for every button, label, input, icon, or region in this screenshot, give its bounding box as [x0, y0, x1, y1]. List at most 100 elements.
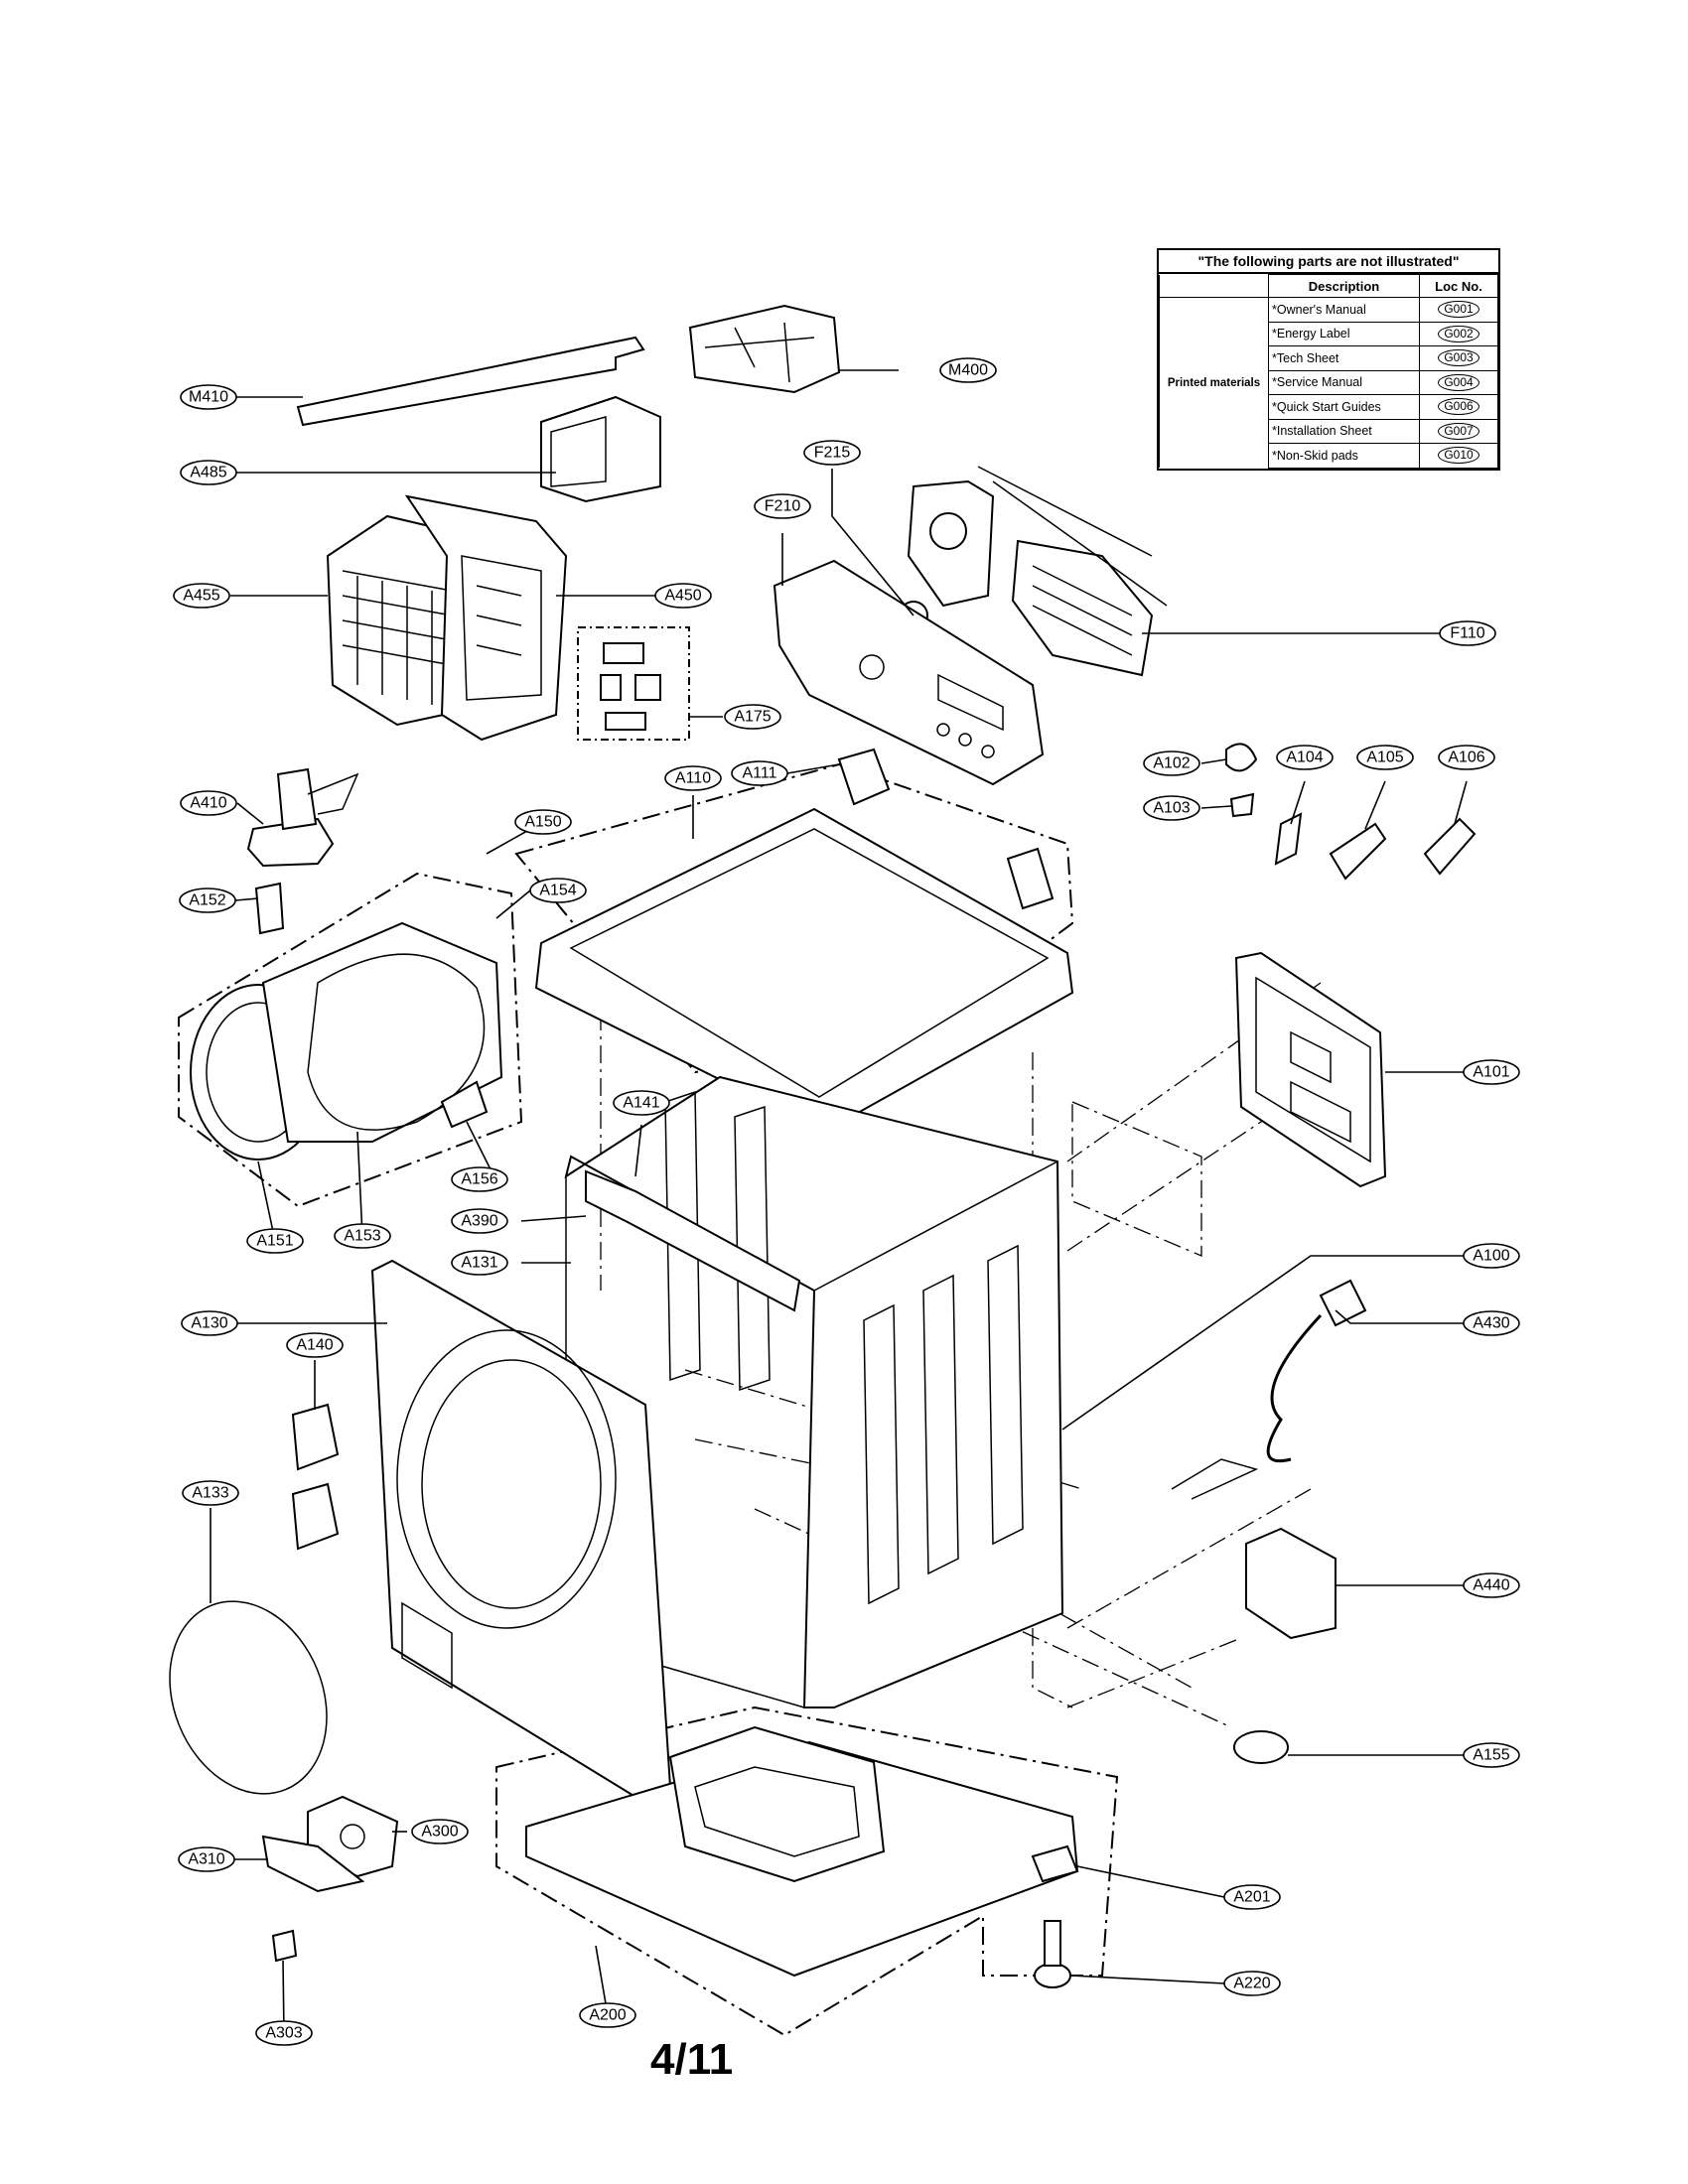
description-cell: *Owner's Manual	[1268, 297, 1420, 323]
callout-label: A175	[734, 709, 771, 726]
loc-cell: G004	[1419, 369, 1498, 395]
callout-oval	[1463, 1310, 1520, 1336]
a130-front-panel	[370, 1259, 672, 1799]
callout-label: A154	[539, 883, 576, 899]
f110-pcb	[1011, 539, 1154, 677]
callout-oval	[724, 704, 781, 730]
callout-label: A390	[461, 1213, 497, 1230]
page-number: 4/11	[650, 2035, 734, 2084]
callout-label: A100	[1473, 1248, 1509, 1265]
callout-a300: A300	[411, 1819, 469, 1844]
callout-a156: A156	[451, 1166, 508, 1192]
loc-cell: G002	[1419, 321, 1498, 346]
callout-a101: A101	[1463, 1059, 1520, 1085]
callout-m400: M400	[939, 357, 997, 383]
a310-part	[261, 1835, 365, 1893]
a105-part	[1329, 822, 1387, 881]
callout-label: A200	[589, 2007, 626, 2024]
callout-a201: A201	[1223, 1884, 1281, 1910]
a111-part	[837, 748, 891, 806]
callout-a310: A310	[178, 1846, 235, 1872]
callout-oval	[1463, 1059, 1520, 1085]
callout-label: F210	[765, 498, 801, 515]
a140-hinges	[291, 1403, 340, 1551]
callout-label: A105	[1366, 750, 1403, 766]
parts-table: Description Loc No. Printed materials*Ow…	[1159, 274, 1498, 469]
description-cell: *Installation Sheet	[1268, 418, 1420, 444]
a110-top-plate	[534, 807, 1074, 1134]
not-illustrated-parts-table: "The following parts are not illustrated…	[1157, 248, 1500, 471]
callout-a154: A154	[529, 878, 587, 903]
callout-oval	[180, 384, 237, 410]
loc-number: G002	[1438, 325, 1479, 342]
callout-m410: M410	[180, 384, 237, 410]
callout-oval	[803, 440, 861, 466]
a410-part	[246, 817, 335, 868]
callout-a141: A141	[613, 1090, 670, 1116]
a102-part	[1225, 743, 1258, 772]
loc-cell: G010	[1419, 443, 1498, 469]
callout-oval	[1143, 751, 1200, 776]
description-cell: *Tech Sheet	[1268, 345, 1420, 371]
callout-oval	[1356, 745, 1414, 770]
a101-back-panel	[1234, 951, 1387, 1188]
m400-part	[688, 304, 841, 394]
loc-number: G001	[1438, 301, 1479, 319]
a485-part	[540, 395, 661, 503]
callout-oval	[1223, 1884, 1281, 1910]
loc-cell: G001	[1419, 297, 1498, 323]
callout-label: A150	[524, 814, 561, 831]
a152-part	[254, 882, 285, 935]
callout-a133: A133	[182, 1480, 239, 1506]
callout-label: A155	[1473, 1747, 1509, 1764]
loc-number: G006	[1438, 398, 1479, 416]
callout-a130: A130	[181, 1310, 238, 1336]
callout-a200: A200	[579, 2002, 636, 2028]
callout-label: A310	[188, 1851, 224, 1868]
callout-a153: A153	[334, 1223, 391, 1249]
callout-a111: A111	[731, 760, 788, 786]
callout-a455: A455	[173, 583, 230, 609]
callout-oval	[451, 1250, 508, 1276]
callout-label: A151	[256, 1233, 293, 1250]
loc-number: G010	[1438, 447, 1479, 465]
callout-oval	[1143, 795, 1200, 821]
a133-wire-ring	[169, 1600, 328, 1795]
description-cell: *Quick Start Guides	[1268, 394, 1420, 420]
callout-a105: A105	[1356, 745, 1414, 770]
callout-a450: A450	[654, 583, 712, 609]
callout-f210: F210	[754, 493, 811, 519]
callout-label: A485	[190, 465, 226, 481]
callout-oval	[178, 1846, 235, 1872]
callout-a103: A103	[1143, 795, 1200, 821]
callout-label: A141	[623, 1095, 659, 1112]
callout-label: A103	[1153, 800, 1190, 817]
callout-label: A156	[461, 1171, 497, 1188]
callout-oval	[451, 1208, 508, 1234]
loc-cell: G003	[1419, 345, 1498, 371]
callout-a440: A440	[1463, 1572, 1520, 1598]
table-row: *Quick Start Guides G006	[1160, 394, 1498, 420]
callout-label: A131	[461, 1255, 497, 1272]
callout-oval	[731, 760, 788, 786]
a303-part	[271, 1929, 298, 1963]
callout-label: A140	[296, 1337, 333, 1354]
callout-a131: A131	[451, 1250, 508, 1276]
callout-a175: A175	[724, 704, 781, 730]
callout-label: A303	[265, 2025, 302, 2042]
callout-oval	[1463, 1572, 1520, 1598]
callout-label: A130	[191, 1315, 227, 1332]
callout-label: A220	[1233, 1976, 1270, 1992]
callout-a110: A110	[664, 765, 722, 791]
a106-part	[1423, 817, 1477, 876]
a150-door-frame	[261, 921, 503, 1143]
a156-part	[440, 1080, 489, 1129]
loc-header: Loc No.	[1419, 274, 1498, 298]
callout-label: A104	[1286, 750, 1323, 766]
callout-oval	[179, 887, 236, 913]
loc-number: G004	[1438, 373, 1479, 391]
